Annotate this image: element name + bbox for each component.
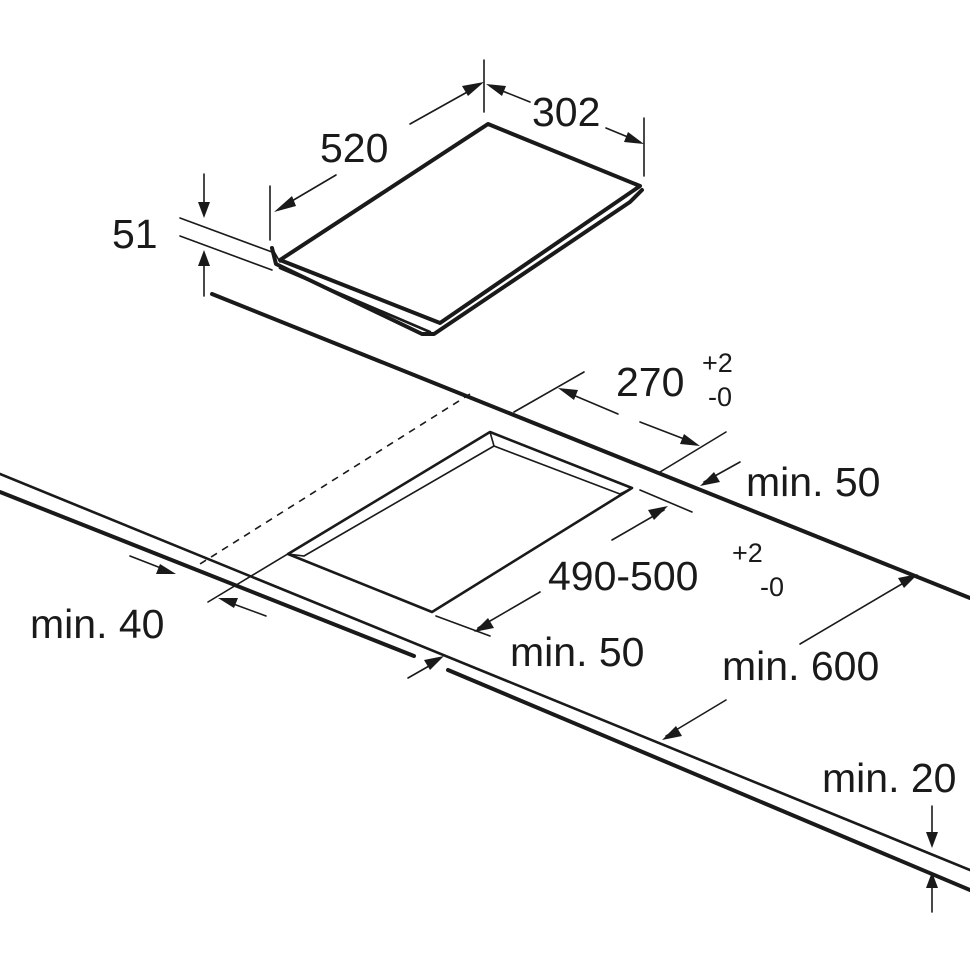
cutout-inner-edge: [489, 431, 633, 495]
dim-min-side-clearance: min. 40: [30, 555, 267, 647]
label-min-front-clearance: min. 50: [510, 629, 644, 675]
worktop-front-top-edge: [0, 472, 970, 872]
hob-body-bottom: [278, 266, 432, 334]
hob-top-plate: [278, 122, 642, 325]
label-min-back-clearance: min. 50: [746, 459, 880, 505]
dim-min-worktop-thickness: min. 20: [822, 755, 956, 913]
dim-hob-height: 51: [112, 173, 273, 297]
label-min-worktop-depth: min. 600: [722, 643, 879, 689]
dim-cutout-width: 270 +2 -0: [513, 348, 733, 473]
label-min-worktop-thickness: min. 20: [822, 755, 956, 801]
worktop-front-bottom-edge-left: [0, 490, 416, 658]
hob-front-edge: [270, 188, 644, 336]
label-cutout-depth-tol-upper: +2: [732, 538, 763, 568]
hob-appliance: [270, 122, 644, 336]
label-hob-width: 302: [532, 89, 600, 135]
dim-cutout-depth: 490-500 +2 -0: [435, 489, 784, 637]
label-cutout-width-tol-lower: -0: [708, 382, 732, 412]
dim-min-worktop-depth: min. 600: [662, 574, 918, 740]
label-cutout-width-tol-upper: +2: [702, 348, 733, 378]
label-min-side-clearance: min. 40: [30, 601, 164, 647]
dim-hob-width: 302: [483, 59, 645, 177]
label-hob-depth: 520: [320, 125, 388, 171]
worktop: [0, 292, 970, 892]
label-cutout-width: 270: [616, 359, 684, 405]
dim-min-back-clearance: min. 50: [700, 459, 880, 505]
side-reference-line: [207, 431, 491, 603]
label-cutout-depth-tol-lower: -0: [760, 572, 784, 602]
hob-side-edge: [271, 247, 281, 263]
dim-min-front-clearance: min. 50: [407, 629, 644, 679]
worktop-back-edge: [210, 292, 970, 600]
dim-hob-depth: 520: [269, 82, 484, 241]
worktop-front-bottom-edge-right: [446, 668, 970, 892]
side-reference-dashed: [199, 393, 471, 565]
cutout-inner-edge-left: [287, 445, 495, 557]
label-hob-height: 51: [112, 211, 158, 257]
label-cutout-depth: 490-500: [548, 553, 698, 599]
